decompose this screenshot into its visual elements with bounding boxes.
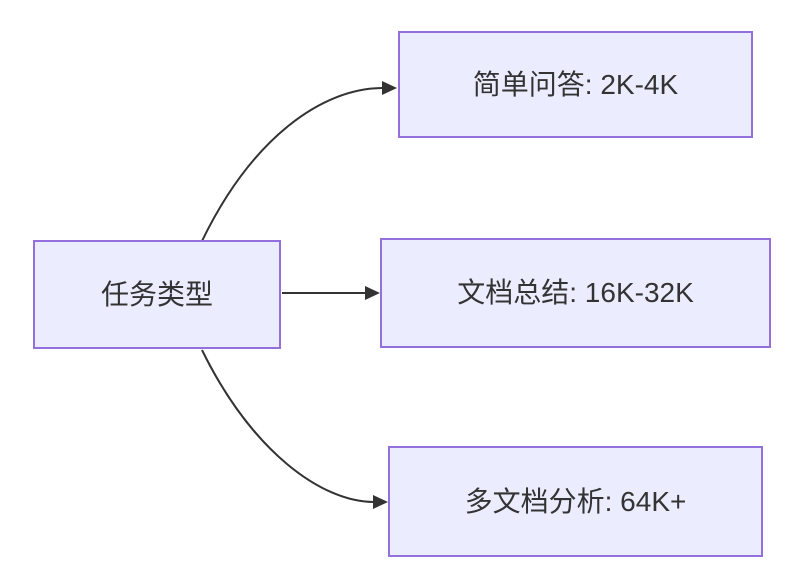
edge-curve <box>201 87 384 242</box>
node-multi-doc: 多文档分析: 64K+ <box>388 446 763 557</box>
edge-task-type-to-doc-summary <box>282 286 380 300</box>
arrowhead <box>373 495 388 509</box>
node-label: 任务类型 <box>100 278 213 310</box>
node-label: 简单问答: 2K-4K <box>472 68 679 100</box>
node-simple-qa: 简单问答: 2K-4K <box>398 31 753 138</box>
edge-curve <box>201 349 375 503</box>
edge-task-type-to-simple-qa <box>201 81 397 242</box>
node-label: 多文档分析: 64K+ <box>464 485 687 517</box>
edge-task-type-to-multi-doc <box>201 349 388 509</box>
arrowhead <box>382 81 397 95</box>
node-task-type: 任务类型 <box>33 240 281 349</box>
node-label: 文档总结: 16K-32K <box>457 277 694 309</box>
node-doc-summary: 文档总结: 16K-32K <box>380 238 771 348</box>
arrowhead <box>365 286 380 300</box>
